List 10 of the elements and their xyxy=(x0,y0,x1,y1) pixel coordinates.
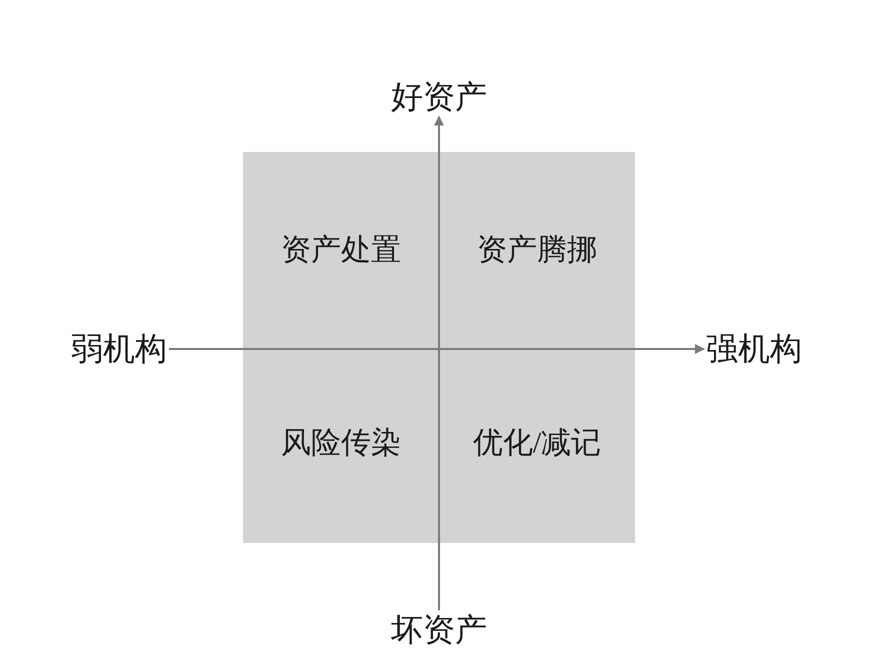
axis-label: 强机构 xyxy=(706,331,802,367)
quadrant-label: 资产处置 xyxy=(281,234,401,266)
axis-arrow xyxy=(169,344,705,354)
axis-label: 弱机构 xyxy=(71,331,167,367)
axis-label: 坏资产 xyxy=(391,612,487,648)
quadrant-label: 资产腾挪 xyxy=(477,234,597,266)
quadrant-label: 风险传染 xyxy=(281,426,401,460)
quadrant-label: 优化/减记 xyxy=(472,426,602,460)
axis-label: 好资产 xyxy=(391,79,487,115)
axis-arrow xyxy=(434,116,444,610)
